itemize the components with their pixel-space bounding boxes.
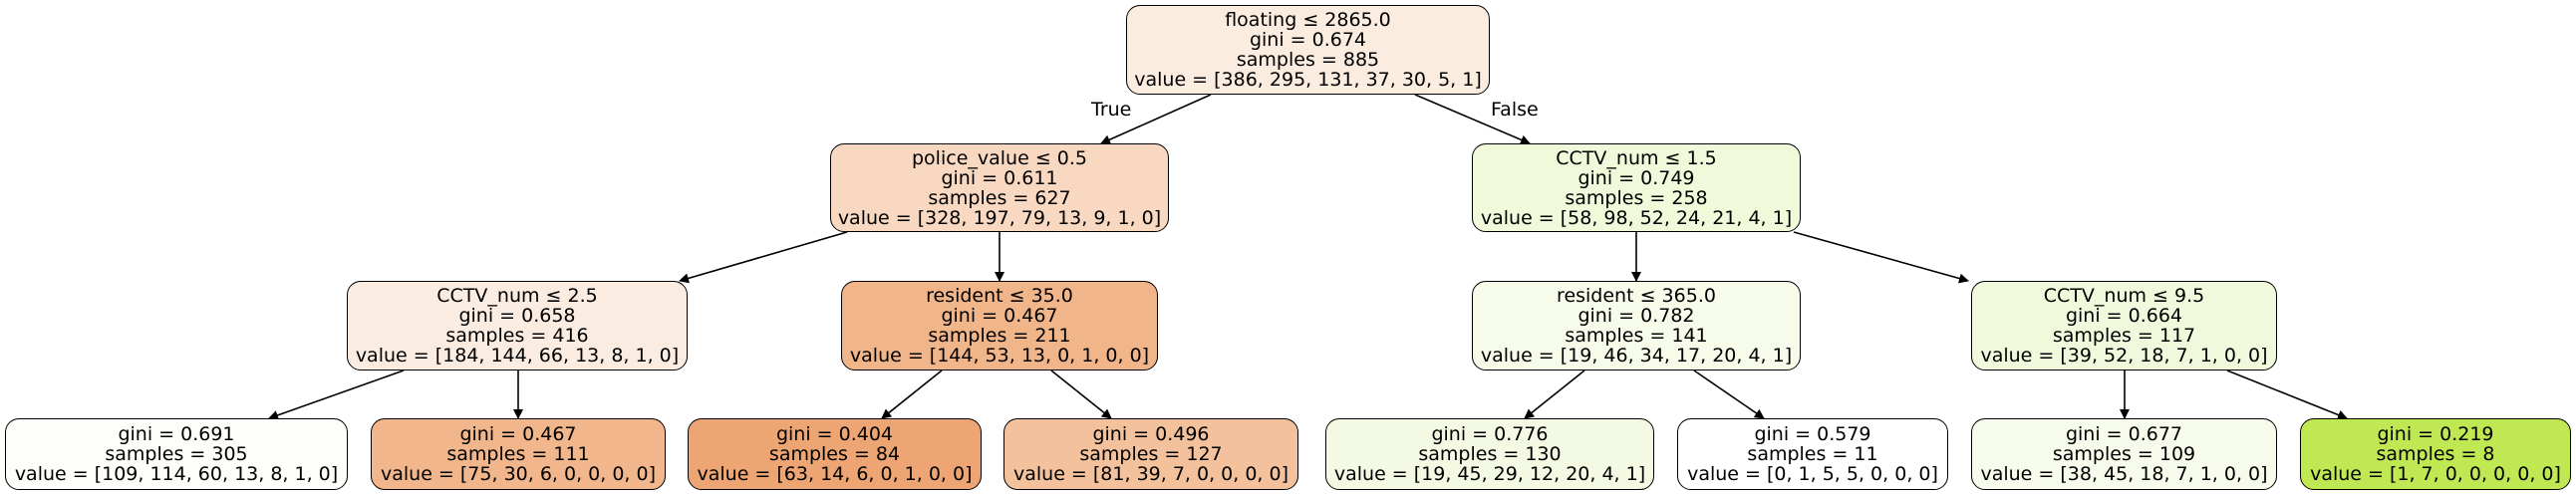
edge-n3-n7 xyxy=(268,370,405,420)
node-value: value = [184, 144, 66, 13, 8, 1, 0] xyxy=(355,345,680,367)
node-gini: gini = 0.467 xyxy=(459,423,577,445)
node-gini: gini = 0.579 xyxy=(1754,423,1871,445)
node-gini: gini = 0.496 xyxy=(1092,423,1210,445)
node-gini: gini = 0.674 xyxy=(1249,29,1367,51)
node-value: value = [109, 114, 60, 13, 8, 1, 0] xyxy=(14,463,339,485)
node-gini: gini = 0.664 xyxy=(2065,305,2183,327)
node-gini: gini = 0.749 xyxy=(1577,166,1695,189)
edge-n4-n9 xyxy=(881,370,943,419)
tree-node-cctv-2-5: CCTV_num ≤ 2.5 gini = 0.658 samples = 41… xyxy=(347,281,688,371)
tree-node-police-value: police_value ≤ 0.5 gini = 0.611 samples … xyxy=(830,143,1169,232)
node-gini: gini = 0.677 xyxy=(2065,423,2183,445)
tree-leaf: gini = 0.691 samples = 305 value = [109,… xyxy=(5,418,348,490)
node-samples: samples = 117 xyxy=(2052,325,2196,347)
tree-node-cctv-9-5: CCTV_num ≤ 9.5 gini = 0.664 samples = 11… xyxy=(1971,281,2277,371)
tree-leaf: gini = 0.677 samples = 109 value = [38, … xyxy=(1971,418,2277,490)
node-value: value = [386, 295, 131, 37, 30, 5, 1] xyxy=(1134,69,1482,91)
node-samples: samples = 416 xyxy=(445,325,589,347)
tree-leaf: gini = 0.467 samples = 111 value = [75, … xyxy=(371,418,666,490)
node-split: resident ≤ 35.0 xyxy=(926,285,1073,307)
node-samples: samples = 885 xyxy=(1236,49,1380,71)
node-value: value = [75, 30, 6, 0, 0, 0, 0] xyxy=(381,463,656,485)
node-samples: samples = 141 xyxy=(1565,325,1708,347)
node-samples: samples = 305 xyxy=(105,443,248,465)
tree-node-resident-365: resident ≤ 365.0 gini = 0.782 samples = … xyxy=(1472,281,1801,371)
node-value: value = [328, 197, 79, 13, 9, 1, 0] xyxy=(837,206,1162,229)
tree-leaf: gini = 0.404 samples = 84 value = [63, 1… xyxy=(688,418,982,490)
edge-n4-n10 xyxy=(1050,370,1112,419)
tree-leaf: gini = 0.496 samples = 127 value = [81, … xyxy=(1003,418,1298,490)
tree-node-resident-35: resident ≤ 35.0 gini = 0.467 samples = 2… xyxy=(841,281,1158,371)
edge-n0-n1 xyxy=(1100,94,1212,144)
node-gini: gini = 0.219 xyxy=(2377,423,2494,445)
tree-leaf: gini = 0.776 samples = 130 value = [19, … xyxy=(1325,418,1654,490)
node-split: CCTV_num ≤ 9.5 xyxy=(2043,285,2205,307)
node-samples: samples = 109 xyxy=(2052,443,2196,465)
node-gini: gini = 0.691 xyxy=(118,423,235,445)
edge-n2-n6 xyxy=(1793,231,1969,284)
edge-n6-n14 xyxy=(2226,370,2348,420)
node-samples: samples = 627 xyxy=(928,186,1071,209)
node-samples: samples = 8 xyxy=(2376,443,2495,465)
node-samples: samples = 258 xyxy=(1565,186,1708,209)
edge-label-true: True xyxy=(1091,99,1132,121)
node-split: CCTV_num ≤ 1.5 xyxy=(1556,146,1717,169)
tree-leaf: gini = 0.579 samples = 11 value = [0, 1,… xyxy=(1677,418,1948,490)
node-split: police_value ≤ 0.5 xyxy=(912,146,1087,169)
node-value: value = [0, 1, 5, 5, 0, 0, 0] xyxy=(1687,463,1938,485)
node-samples: samples = 11 xyxy=(1747,443,1878,465)
node-gini: gini = 0.776 xyxy=(1431,423,1549,445)
node-split: CCTV_num ≤ 2.5 xyxy=(436,285,598,307)
node-value: value = [19, 45, 29, 12, 20, 4, 1] xyxy=(1333,463,1646,485)
node-samples: samples = 84 xyxy=(768,443,901,465)
node-gini: gini = 0.404 xyxy=(775,423,894,445)
node-gini: gini = 0.467 xyxy=(941,305,1058,327)
node-value: value = [58, 98, 52, 24, 21, 4, 1] xyxy=(1480,206,1793,229)
node-samples: samples = 127 xyxy=(1079,443,1223,465)
node-gini: gini = 0.782 xyxy=(1577,305,1695,327)
node-gini: gini = 0.611 xyxy=(941,166,1058,189)
node-split: resident ≤ 365.0 xyxy=(1557,285,1716,307)
node-value: value = [39, 52, 18, 7, 1, 0, 0] xyxy=(1980,345,2268,367)
node-samples: samples = 211 xyxy=(928,325,1071,347)
node-gini: gini = 0.658 xyxy=(458,305,576,327)
node-value: value = [81, 39, 7, 0, 0, 0, 0] xyxy=(1013,463,1288,485)
edge-label-false: False xyxy=(1491,99,1539,121)
edge-n5-n11 xyxy=(1524,370,1585,419)
tree-leaf: gini = 0.219 samples = 8 value = [1, 7, … xyxy=(2300,418,2571,490)
node-value: value = [1, 7, 0, 0, 0, 0, 0] xyxy=(2310,463,2561,485)
node-samples: samples = 130 xyxy=(1418,443,1562,465)
edge-n5-n12 xyxy=(1693,370,1765,419)
tree-node-cctv-1-5: CCTV_num ≤ 1.5 gini = 0.749 samples = 25… xyxy=(1472,143,1801,232)
node-value: value = [63, 14, 6, 0, 1, 0, 0] xyxy=(697,463,973,485)
node-value: value = [38, 45, 18, 7, 1, 0, 0] xyxy=(1980,463,2268,485)
edge-n1-n3 xyxy=(679,231,848,284)
node-value: value = [19, 46, 34, 17, 20, 4, 1] xyxy=(1480,345,1793,367)
node-split: floating ≤ 2865.0 xyxy=(1225,9,1391,31)
edge-n0-n2 xyxy=(1414,94,1531,145)
node-samples: samples = 111 xyxy=(446,443,590,465)
tree-node-root: floating ≤ 2865.0 gini = 0.674 samples =… xyxy=(1126,5,1490,95)
node-value: value = [144, 53, 13, 0, 1, 0, 0] xyxy=(849,345,1150,367)
